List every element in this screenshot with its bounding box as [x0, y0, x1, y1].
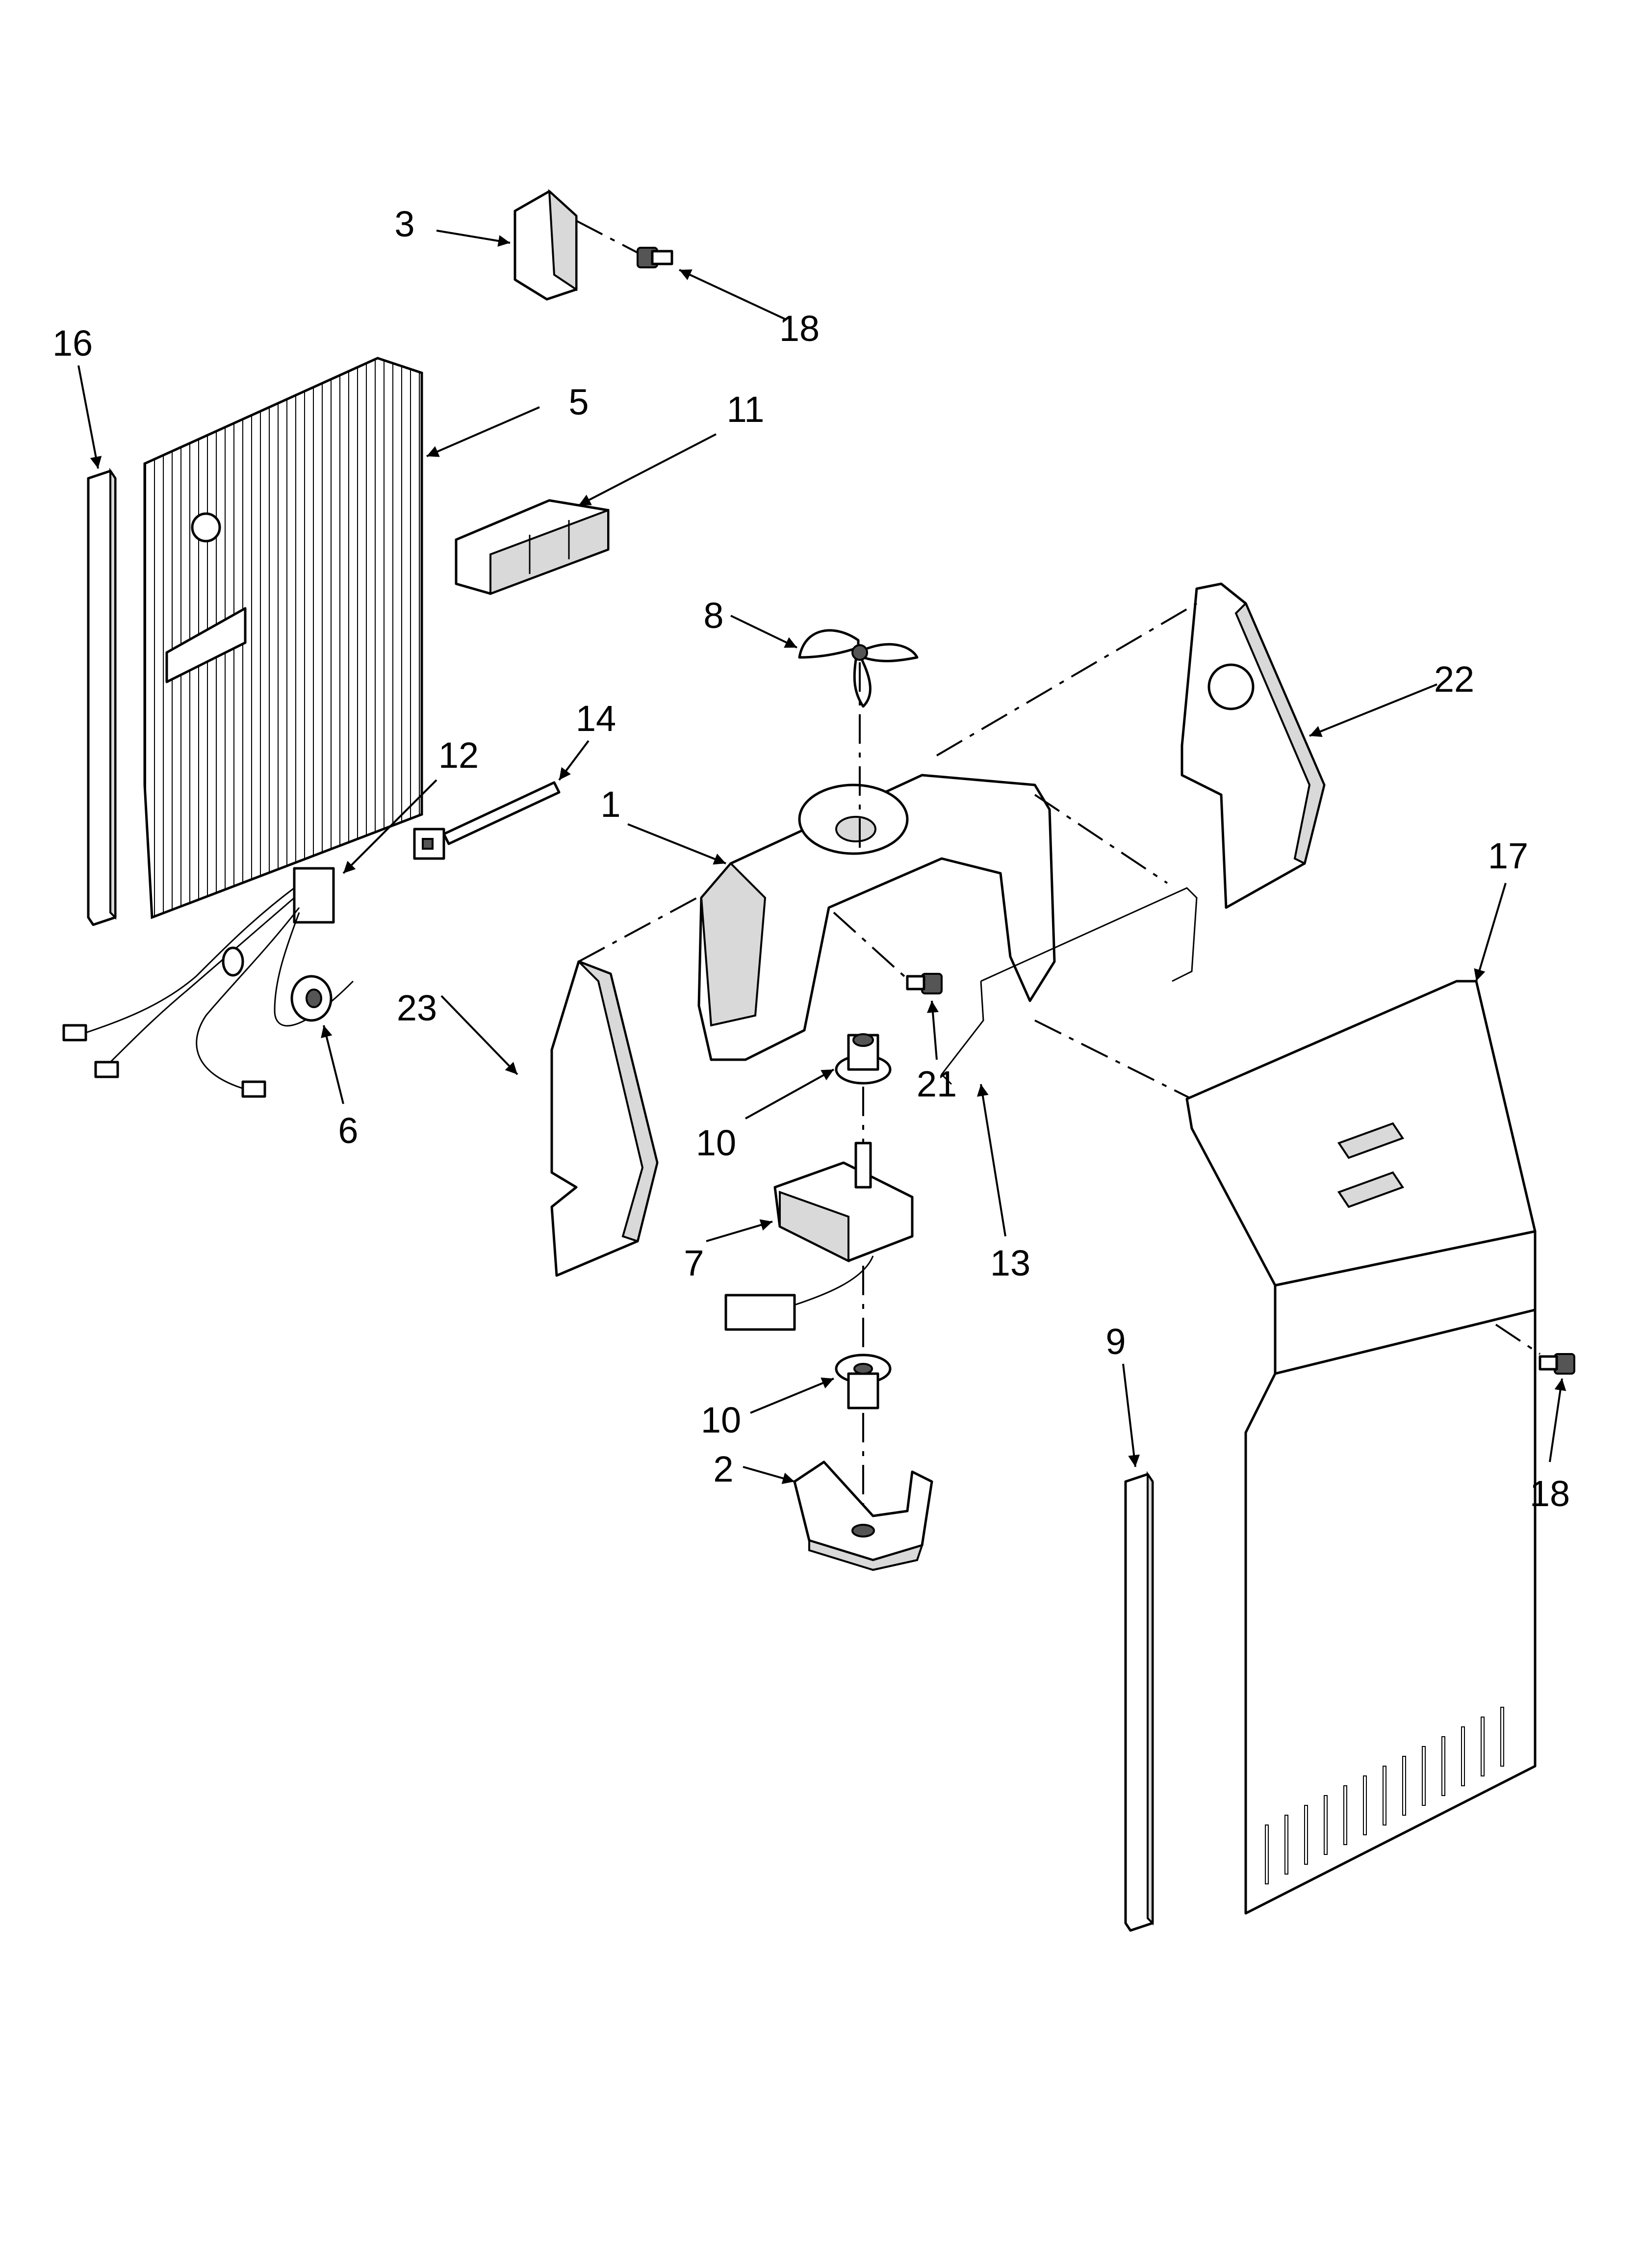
callout-10-upper: 10 — [696, 1122, 736, 1163]
part-13-wire-guard — [941, 887, 1202, 1105]
callout-labels: 3 18 16 5 11 8 22 14 12 1 17 23 6 21 10 … — [52, 204, 1570, 1514]
part-1-fan-housing — [697, 774, 1168, 1061]
part-11-bracket — [455, 499, 610, 595]
callout-10-lower: 10 — [701, 1400, 741, 1440]
callout-8: 8 — [703, 595, 723, 636]
callout-7: 7 — [684, 1243, 704, 1283]
part-17-rear-cover — [1185, 980, 1537, 1915]
callout-12: 12 — [438, 735, 479, 776]
part-10-motor-mount-lower — [835, 1354, 892, 1511]
callout-18-right: 18 — [1530, 1473, 1570, 1514]
part-22-duct-panel-right — [936, 582, 1326, 909]
callout-1: 1 — [600, 784, 620, 825]
part-3-cover-cap — [513, 189, 578, 301]
callout-13: 13 — [990, 1243, 1030, 1283]
vent-slots — [1265, 1707, 1504, 1884]
part-23-duct-panel-left — [550, 892, 707, 1277]
part-7-fan-motor — [724, 1142, 914, 1354]
callout-11: 11 — [727, 389, 765, 430]
callout-14: 14 — [576, 698, 616, 739]
callout-9: 9 — [1105, 1321, 1126, 1362]
leader-lines — [77, 230, 1566, 1484]
callout-16: 16 — [52, 323, 93, 364]
callout-17: 17 — [1488, 835, 1528, 876]
callout-3: 3 — [394, 204, 414, 244]
part-18-screw-right — [1495, 1324, 1575, 1375]
callout-5: 5 — [568, 382, 589, 422]
part-10-motor-mount-upper — [835, 1033, 892, 1143]
part-5-ribbed-panel — [143, 357, 423, 919]
callout-21: 21 — [917, 1064, 957, 1104]
callout-6: 6 — [338, 1110, 358, 1151]
part-12-wire-harness — [62, 867, 354, 1098]
callout-23: 23 — [397, 988, 437, 1028]
part-18-screw-top — [576, 220, 673, 268]
part-21-screw — [833, 912, 943, 994]
part-6-grommet — [290, 975, 333, 1022]
callout-22: 22 — [1434, 659, 1474, 700]
part-16-seal-strip-left — [87, 468, 117, 926]
part-9-seal-strip-right — [1124, 1471, 1154, 1932]
callout-18-top: 18 — [779, 308, 820, 349]
callout-2: 2 — [713, 1449, 733, 1489]
part-8-fan-blade — [798, 629, 919, 854]
part-14-cable-tie — [413, 781, 561, 860]
part-2-motor-bracket — [793, 1460, 933, 1571]
